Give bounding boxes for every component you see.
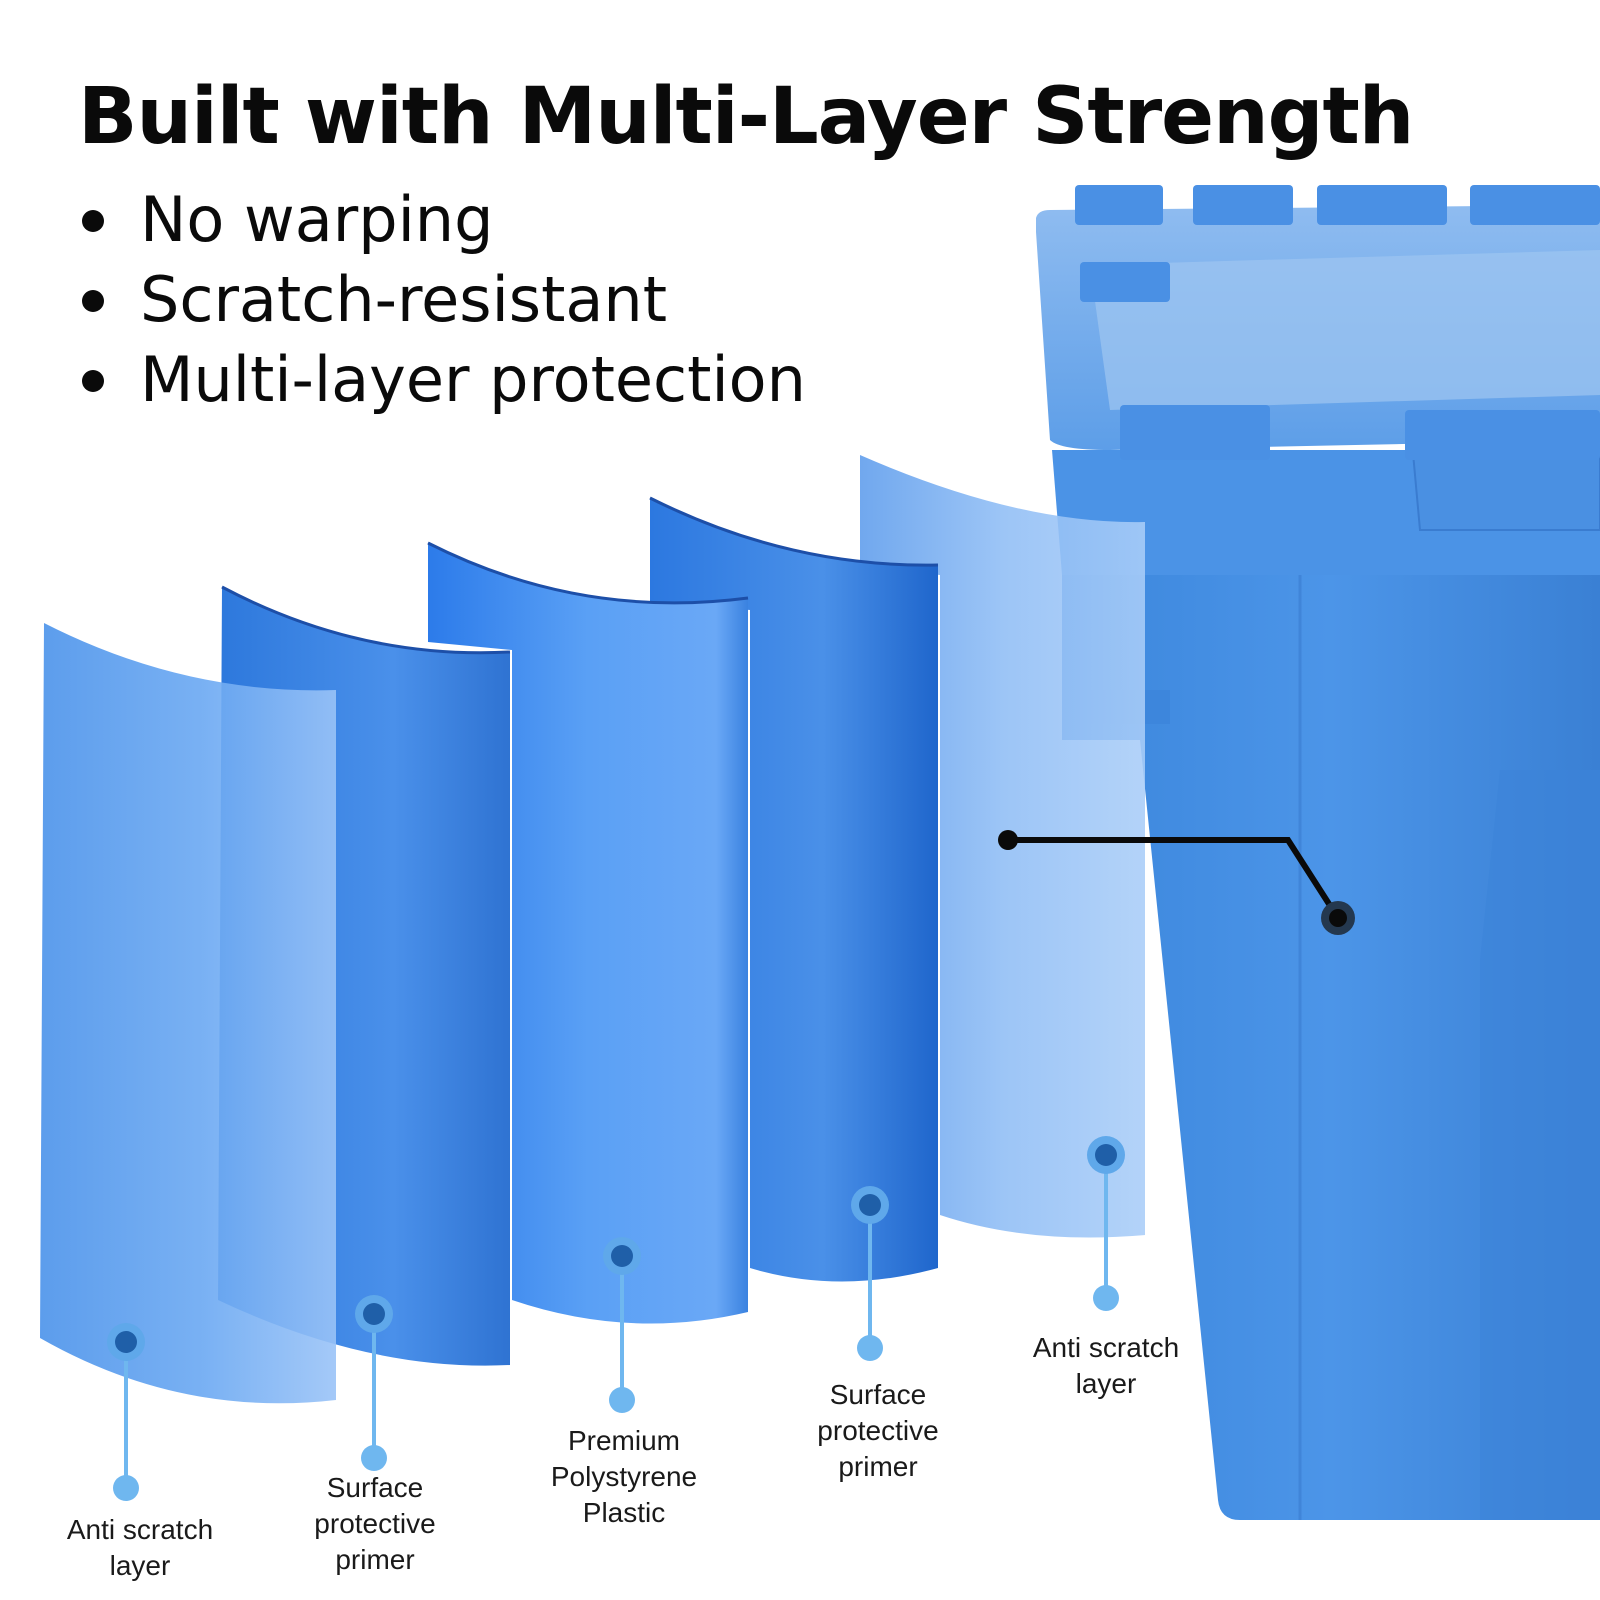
feature-text: Multi-layer protection bbox=[140, 343, 806, 416]
feature-item: No warping bbox=[78, 180, 806, 260]
layer-sheet-3 bbox=[428, 543, 748, 1324]
layer-label-4: Surface protective primer bbox=[817, 1379, 939, 1482]
feature-text: No warping bbox=[140, 183, 494, 256]
bullet-dot-icon bbox=[82, 370, 104, 392]
marker-layer-4 bbox=[851, 1186, 889, 1361]
layer-label-2: Surface protective primer bbox=[314, 1472, 436, 1575]
layer-sheets bbox=[40, 455, 1145, 1404]
headline: Built with Multi-Layer Strength bbox=[78, 72, 1414, 162]
layer-label-5: Anti scratch layer bbox=[1032, 1332, 1180, 1399]
marker-layer-5 bbox=[1087, 1136, 1125, 1311]
marker-layer-2 bbox=[355, 1295, 393, 1471]
bin-body bbox=[1062, 560, 1600, 1520]
marker-layer-1 bbox=[107, 1323, 145, 1501]
layer-sheet-4 bbox=[650, 498, 938, 1282]
feature-text: Scratch-resistant bbox=[140, 263, 667, 336]
leader-line bbox=[998, 830, 1355, 935]
layer-sheet-1 bbox=[40, 623, 336, 1404]
bullet-dot-icon bbox=[82, 290, 104, 312]
layer-markers bbox=[107, 1136, 1125, 1501]
storage-bin bbox=[1036, 185, 1600, 1520]
feature-list: No warping Scratch-resistant Multi-layer… bbox=[78, 180, 806, 420]
layer-label-1: Anti scratch layer bbox=[66, 1514, 214, 1581]
feature-item: Scratch-resistant bbox=[78, 260, 806, 340]
marker-layer-3 bbox=[603, 1237, 641, 1413]
bullet-dot-icon bbox=[82, 210, 104, 232]
layer-label-3: Premium Polystyrene Plastic bbox=[550, 1425, 698, 1528]
feature-item: Multi-layer protection bbox=[78, 340, 806, 420]
